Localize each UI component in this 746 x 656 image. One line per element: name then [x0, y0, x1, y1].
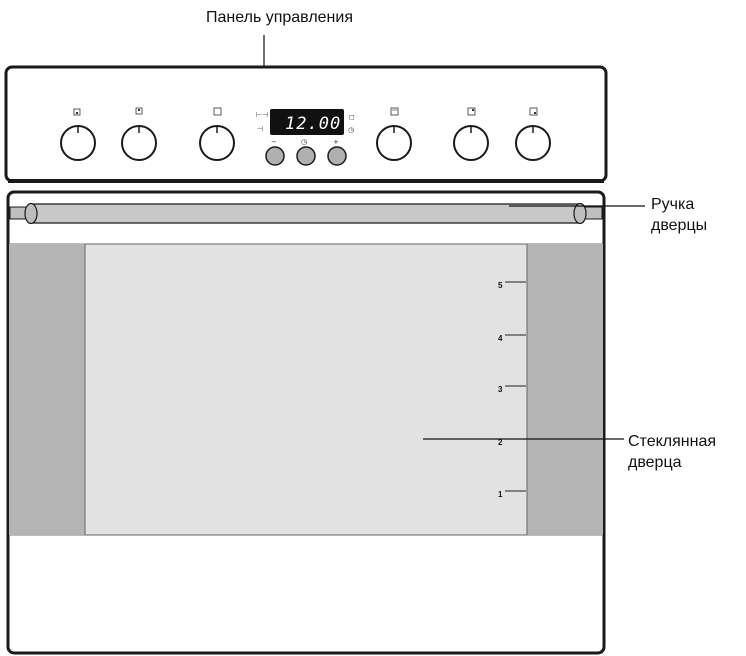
- knob-4-symbol-icon: [390, 107, 399, 116]
- shelf-level-2-label: 2: [498, 438, 503, 447]
- glass-door-label-line-2: дверца: [628, 454, 682, 471]
- clock-symbol-icon: ◷: [301, 138, 308, 146]
- shelf-level-4: 4: [498, 334, 526, 343]
- shelf-level-4-label: 4: [498, 334, 503, 343]
- minus-button[interactable]: [265, 146, 285, 166]
- clock-time: 12.00: [285, 114, 341, 134]
- glass-panel: [84, 243, 528, 536]
- shelf-level-5: 5: [498, 281, 526, 290]
- knob-4[interactable]: [376, 107, 412, 161]
- display-left-icon-1: ⊢⊣: [256, 111, 268, 119]
- knob-2[interactable]: [121, 107, 157, 161]
- control-panel-label: Панель управления: [206, 9, 353, 26]
- knob-3-symbol-icon: [213, 107, 222, 116]
- clock-display: [270, 109, 344, 135]
- door-handle-label-line-1: Ручка: [651, 196, 695, 213]
- plus-button[interactable]: [327, 146, 347, 166]
- knob-1[interactable]: [60, 108, 96, 161]
- door-handle[interactable]: [9, 202, 603, 225]
- knob-2-symbol-icon: [135, 107, 143, 115]
- knob-6-symbol-icon: [529, 107, 538, 116]
- shelf-level-1-label: 1: [498, 490, 503, 499]
- left-side-panel: [9, 244, 85, 535]
- knob-5-symbol-icon: [467, 107, 476, 116]
- display-right-icon-2: ◷: [348, 126, 355, 134]
- door-handle-label-line-2: дверцы: [651, 217, 708, 234]
- knob-1-symbol-icon: [73, 108, 81, 116]
- display-right-icon-1: ◻: [349, 113, 355, 121]
- knob-5[interactable]: [453, 107, 489, 161]
- display-left-icon-2: ⊣: [257, 125, 263, 133]
- knob-6[interactable]: [515, 107, 551, 161]
- shelf-level-5-label: 5: [498, 281, 503, 290]
- knob-3[interactable]: [199, 107, 235, 161]
- glass-door-label-line-1: Стеклянная: [628, 433, 717, 450]
- clock-button[interactable]: [296, 146, 316, 166]
- right-side-panel: [527, 244, 603, 535]
- glass-door-label: Стеклянная дверца: [628, 431, 716, 473]
- plus-symbol-icon: +: [333, 138, 339, 146]
- shelf-level-3: 3: [498, 385, 526, 394]
- minus-symbol-icon: −: [271, 138, 277, 146]
- door-handle-label: Ручка дверцы: [651, 194, 707, 236]
- shelf-level-3-label: 3: [498, 385, 503, 394]
- shelf-level-1: 1: [498, 490, 526, 499]
